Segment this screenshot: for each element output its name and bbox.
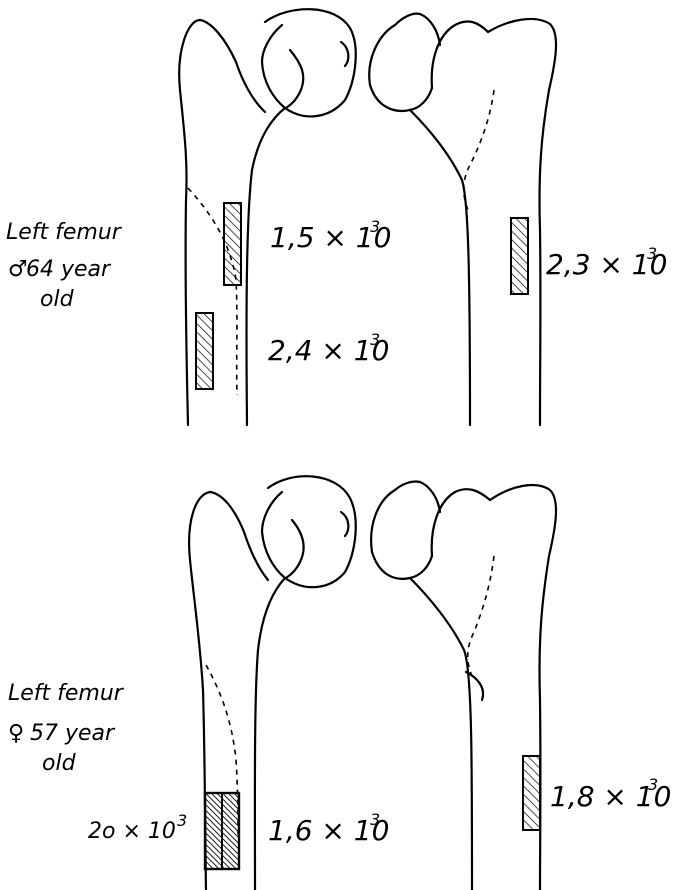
top-measurement-c-exp: 3	[647, 244, 657, 263]
bottom-measurement-a: 2o × 10	[88, 819, 176, 844]
top-measurement-b-exp: 3	[370, 330, 380, 349]
top-measurement-a-exp: 3	[370, 217, 380, 236]
bottom-measurement-a-exp: 3	[177, 811, 187, 830]
bottom-measurement-b-exp: 3	[370, 810, 380, 829]
top-sample-region-b	[196, 313, 213, 389]
bottom-measurement-c-exp: 3	[648, 775, 658, 794]
bottom-side-label: Left femur	[8, 681, 125, 706]
bottom-panel: Left femur ♀ 57 year old 2o × 10 3 1,6 ×…	[8, 476, 671, 890]
bottom-sex-symbol: ♀	[8, 721, 24, 746]
top-sample-region-c	[511, 218, 528, 294]
top-side-label: Left femur	[6, 220, 123, 245]
top-age-unit: old	[40, 287, 75, 312]
top-sex-symbol: ♂	[8, 257, 28, 282]
bottom-age: 57 year	[30, 721, 116, 746]
bottom-age-unit: old	[42, 751, 77, 776]
top-age: 64 year	[26, 257, 112, 282]
top-sample-region-a	[224, 203, 241, 285]
bottom-sample-region-a	[205, 793, 239, 869]
bottom-sample-region-c	[523, 756, 540, 830]
top-panel: Left femur ♂ 64 year old 1,5 × 10 3 2,4 …	[6, 9, 667, 425]
